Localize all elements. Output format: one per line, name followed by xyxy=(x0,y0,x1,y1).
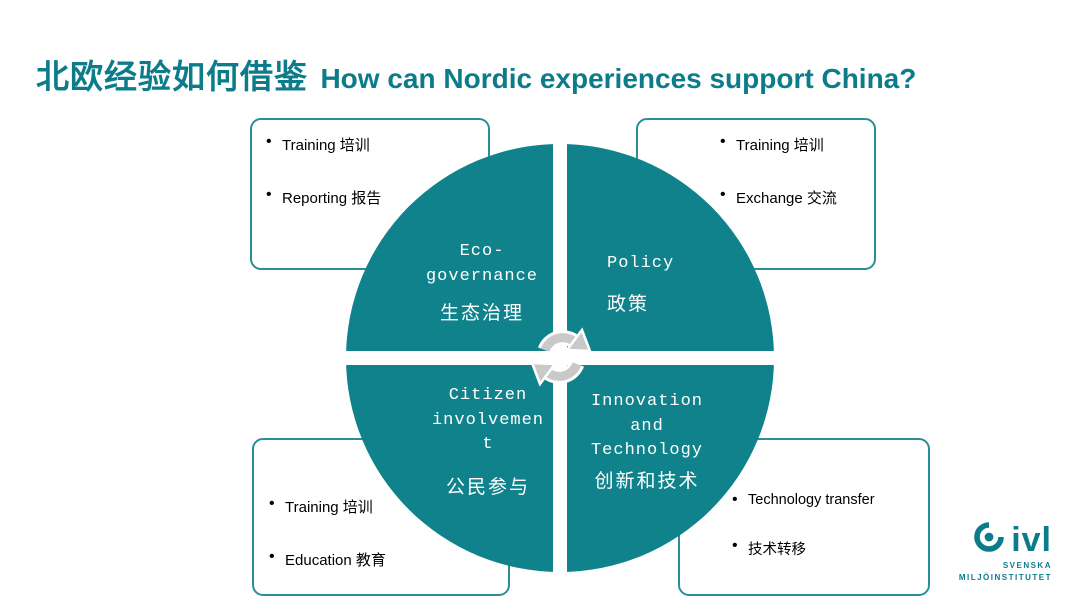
quadrant-innovation-technology: Innovation and Technology 创新和技术 xyxy=(552,390,742,493)
callout-bottom-right-list: Technology transfer 技术转移 xyxy=(732,491,922,559)
cycle-arrows-icon xyxy=(521,317,601,397)
quadrant-label-en: Innovation and Technology xyxy=(590,392,704,461)
list-item: Technology transfer xyxy=(732,491,922,509)
page-title-chinese: 北欧经验如何借鉴 xyxy=(36,58,308,95)
page-title-english: How can Nordic experiences support China… xyxy=(320,63,917,94)
quadrant-policy: Policy 政策 xyxy=(607,252,757,316)
ivl-swirl-icon xyxy=(973,521,1005,558)
ivl-logo: ivl SVENSKA MILJÖINSTITUTET xyxy=(959,521,1052,584)
list-item: Exchange 交流 xyxy=(720,186,868,208)
quadrant-label-zh: 公民参与 xyxy=(445,476,530,498)
quadrant-label-en: Eco- governance xyxy=(425,242,539,286)
quadrant-citizen-involvement: Citizen involvemen t 公民参与 xyxy=(398,384,578,499)
page-title: 北欧经验如何借鉴 How can Nordic experiences supp… xyxy=(36,50,916,98)
list-item: Reporting 报告 xyxy=(266,186,478,208)
quadrant-label-en: Citizen involvemen t xyxy=(431,386,545,455)
ivl-logo-subtitle-1: SVENSKA xyxy=(1002,561,1052,570)
callout-bottom-left-list: Training 培训 Education 教育 xyxy=(269,495,498,570)
quadrant-label-zh: 创新和技术 xyxy=(594,470,700,492)
list-item: Training 培训 xyxy=(269,495,498,517)
callout-top-right-list: Training 培训 Exchange 交流 xyxy=(720,133,868,208)
list-item: 技术转移 xyxy=(732,537,922,559)
circle-divider-horizontal xyxy=(346,351,774,365)
ivl-logo-text: ivl xyxy=(1011,520,1052,559)
list-item: Education 教育 xyxy=(269,548,498,570)
callout-top-left-list: Training 培训 Reporting 报告 xyxy=(266,133,478,208)
list-item: Training 培训 xyxy=(720,133,868,155)
quadrant-label-zh: 政策 xyxy=(607,293,650,315)
ivl-logo-subtitle-2: MILJÖINSTITUTET xyxy=(958,573,1052,582)
quadrant-label-zh: 生态治理 xyxy=(439,303,524,325)
quadrant-label-en: Policy xyxy=(607,254,675,273)
list-item: Training 培训 xyxy=(266,133,478,155)
quadrant-eco-governance: Eco- governance 生态治理 xyxy=(392,240,572,325)
